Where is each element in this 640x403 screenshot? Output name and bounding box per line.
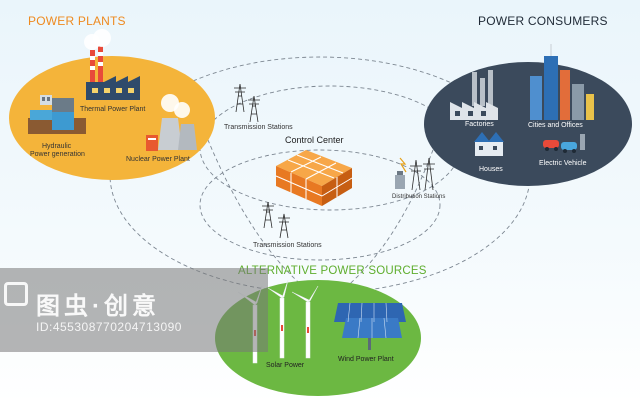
- control-center-label: Control Center: [285, 135, 344, 145]
- watermark-logo-icon: [4, 282, 28, 306]
- distribution-station-icon: [395, 157, 435, 191]
- transmission-stations-bottom-label: Transmission Stations: [253, 242, 322, 249]
- transmission-towers-top-icon: [234, 83, 260, 123]
- alternative-sources-heading: ALTERNATIVE POWER SOURCES: [238, 265, 427, 277]
- power-consumers-group: [424, 44, 632, 186]
- thermal-plant-label: Thermal Power Plant: [80, 106, 146, 113]
- electric-vehicle-label: Electric Vehicle: [539, 160, 587, 167]
- transmission-stations-top-label: Transmission Stations: [224, 124, 293, 131]
- wind-power-label: Wind Power Plant: [338, 356, 394, 363]
- factory-icon: [450, 70, 498, 120]
- transmission-towers-bottom-icon: [262, 201, 290, 239]
- distribution-stations-label: Distribution Stations: [392, 194, 446, 200]
- watermark-banner: 图虫·创意 ID:455308770204713090: [0, 268, 268, 352]
- thermal-plant-icon: [84, 29, 140, 100]
- factories-label: Factories: [465, 121, 494, 128]
- solar-panels-icon: [334, 302, 406, 350]
- watermark-id: ID:455308770204713090: [36, 320, 182, 334]
- hydraulic-label-line2: Power generation: [30, 151, 85, 158]
- solar-power-label: Solar Power: [266, 362, 305, 369]
- watermark-brand: 图虫·创意: [36, 293, 160, 320]
- hydraulic-label-line1: Hydraulic: [42, 143, 72, 150]
- power-plants-group: [9, 29, 215, 180]
- city-buildings-icon: [530, 44, 594, 120]
- houses-label: Houses: [479, 166, 503, 173]
- nuclear-plant-icon: [146, 94, 197, 151]
- control-center-icon: [275, 150, 353, 206]
- cities-label: Cities and Offices: [528, 122, 583, 129]
- power-consumers-heading: POWER CONSUMERS: [478, 14, 608, 28]
- inner-orbit-bottom: [199, 149, 441, 261]
- houses-icon: [474, 132, 504, 156]
- power-plants-heading: POWER PLANTS: [28, 14, 126, 28]
- nuclear-plant-label: Nuclear Power Plant: [126, 156, 190, 163]
- electric-vehicle-icon: [543, 134, 585, 153]
- hydraulic-dam-icon: [28, 95, 86, 134]
